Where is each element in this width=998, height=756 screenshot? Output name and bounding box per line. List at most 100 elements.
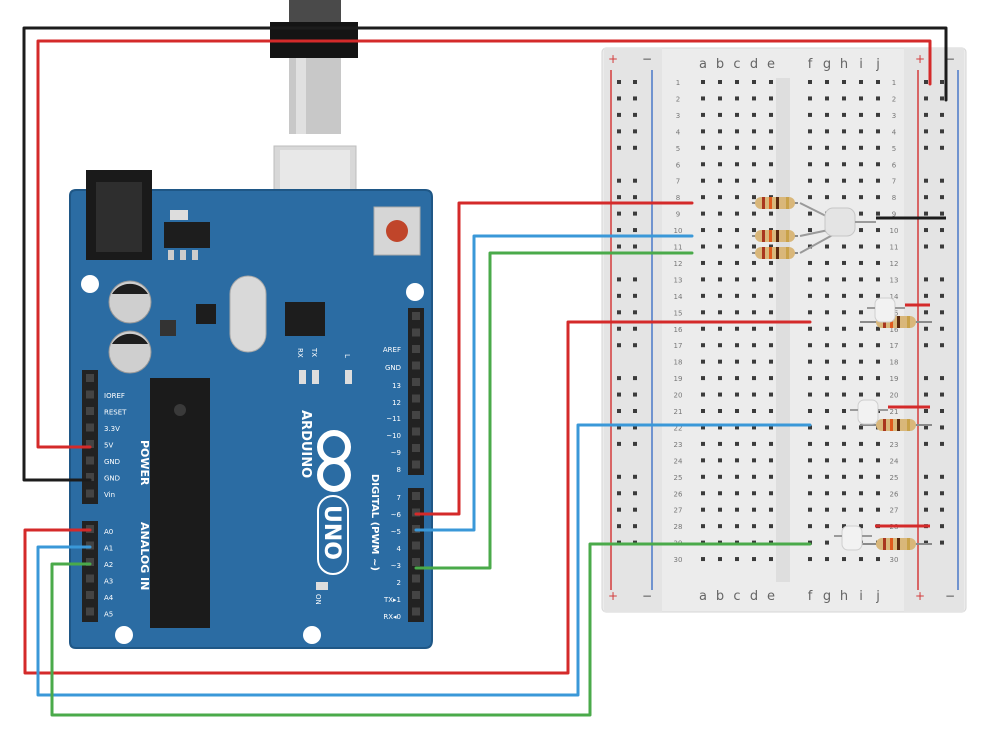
breadboard-hole (735, 162, 739, 167)
breadboard-hole (769, 211, 773, 216)
rail-hole (940, 409, 944, 413)
breadboard-hole (718, 409, 722, 413)
breadboard-hole (735, 557, 739, 562)
rail-hole (633, 293, 637, 298)
digital-pin-label: ~11 (386, 415, 401, 423)
breadboard-hole (842, 277, 846, 282)
breadboard-hole (859, 491, 863, 496)
row-number: 17 (674, 342, 683, 350)
column-letter: h (840, 589, 848, 604)
breadboard-hole (752, 524, 756, 529)
digital-pin-label: ~5 (391, 528, 401, 536)
rail-hole (924, 507, 928, 512)
breadboard-hole (718, 112, 722, 117)
rail-hole (924, 96, 928, 101)
breadboard-hole (735, 491, 739, 496)
rail-hole (633, 129, 637, 134)
breadboard-hole (859, 376, 863, 381)
gnd-wire (22, 26, 948, 482)
rail-hole (940, 524, 944, 529)
analog-pin-label: A5 (104, 611, 113, 619)
breadboard-hole (842, 507, 846, 512)
rail-hole (617, 507, 621, 512)
breadboard-hole (735, 310, 739, 315)
breadboard-hole (825, 326, 829, 331)
column-letter: f (808, 589, 813, 604)
rail-hole (617, 409, 621, 413)
rail-sign: − (945, 589, 955, 603)
breadboard-hole (876, 343, 880, 348)
breadboard-hole (701, 326, 705, 331)
photoresistor (874, 297, 896, 323)
breadboard-hole (701, 129, 705, 134)
breadboard-hole (718, 474, 722, 479)
breadboard-hole (876, 293, 880, 298)
resistor-band (786, 247, 789, 259)
rail-hole (633, 244, 637, 249)
column-letter: f (808, 57, 813, 72)
row-number: 11 (890, 244, 899, 252)
breadboard-hole (876, 129, 880, 134)
breadboard-hole (876, 392, 880, 397)
breadboard-hole (718, 376, 722, 381)
breadboard-hole (718, 326, 722, 331)
a1-wire (36, 423, 812, 697)
breadboard-hole (701, 80, 705, 84)
breadboard-hole (876, 96, 880, 101)
row-number: 2 (892, 95, 896, 103)
breadboard-hole (752, 376, 756, 381)
digital-header-bottom-hole (412, 558, 420, 566)
power-pin-label: IOREF (104, 392, 125, 400)
breadboard-hole (842, 260, 846, 265)
digital-header-title: DIGITAL (PWM ~) (369, 474, 380, 571)
digital-header-bottom-hole (412, 607, 420, 616)
rail-hole (924, 409, 928, 413)
digital-pin-label: 8 (397, 466, 401, 474)
rail-hole (924, 343, 928, 348)
column-letter: c (733, 589, 740, 604)
rail-hole (924, 392, 928, 397)
rail-hole (617, 376, 621, 381)
rail-hole (924, 228, 928, 233)
analog-header (82, 521, 98, 622)
rail-hole (940, 178, 944, 183)
breadboard-hole (808, 474, 812, 479)
column-letter: i (859, 57, 863, 72)
breadboard-hole (735, 178, 739, 183)
breadboard-hole (859, 211, 863, 216)
breadboard-hole (718, 228, 722, 233)
resistor-band (907, 419, 910, 431)
breadboard-hole (876, 376, 880, 381)
breadboard-hole (808, 277, 812, 282)
breadboard-hole (842, 80, 846, 84)
breadboard-hole (735, 96, 739, 101)
rail-sign: + (608, 589, 618, 603)
rail-hole (617, 491, 621, 496)
resistor-band (890, 538, 893, 550)
rail-hole (617, 474, 621, 479)
rail-hole (633, 80, 637, 84)
breadboard-hole (701, 260, 705, 265)
rail-hole (633, 145, 637, 150)
digital-pin-label: 13 (392, 382, 401, 390)
rail-hole (924, 474, 928, 479)
breadboard-hole (701, 376, 705, 381)
rail-hole (940, 326, 944, 331)
analog-pin-label: A1 (104, 545, 113, 553)
row-number: 27 (674, 507, 683, 515)
breadboard-hole (701, 112, 705, 117)
rail-hole (940, 211, 944, 216)
breadboard-hole (876, 178, 880, 183)
power-header-hole (86, 407, 94, 415)
breadboard-hole (808, 211, 812, 216)
resistor-band (907, 316, 910, 328)
breadboard-hole (752, 474, 756, 479)
breadboard-hole (859, 458, 863, 463)
breadboard-hole (808, 557, 812, 562)
rail-hole (633, 211, 637, 216)
rail-hole (617, 441, 621, 446)
breadboard-hole (808, 392, 812, 397)
breadboard-hole (752, 441, 756, 446)
breadboard-hole (808, 145, 812, 150)
digital-header-top-hole (412, 444, 420, 452)
